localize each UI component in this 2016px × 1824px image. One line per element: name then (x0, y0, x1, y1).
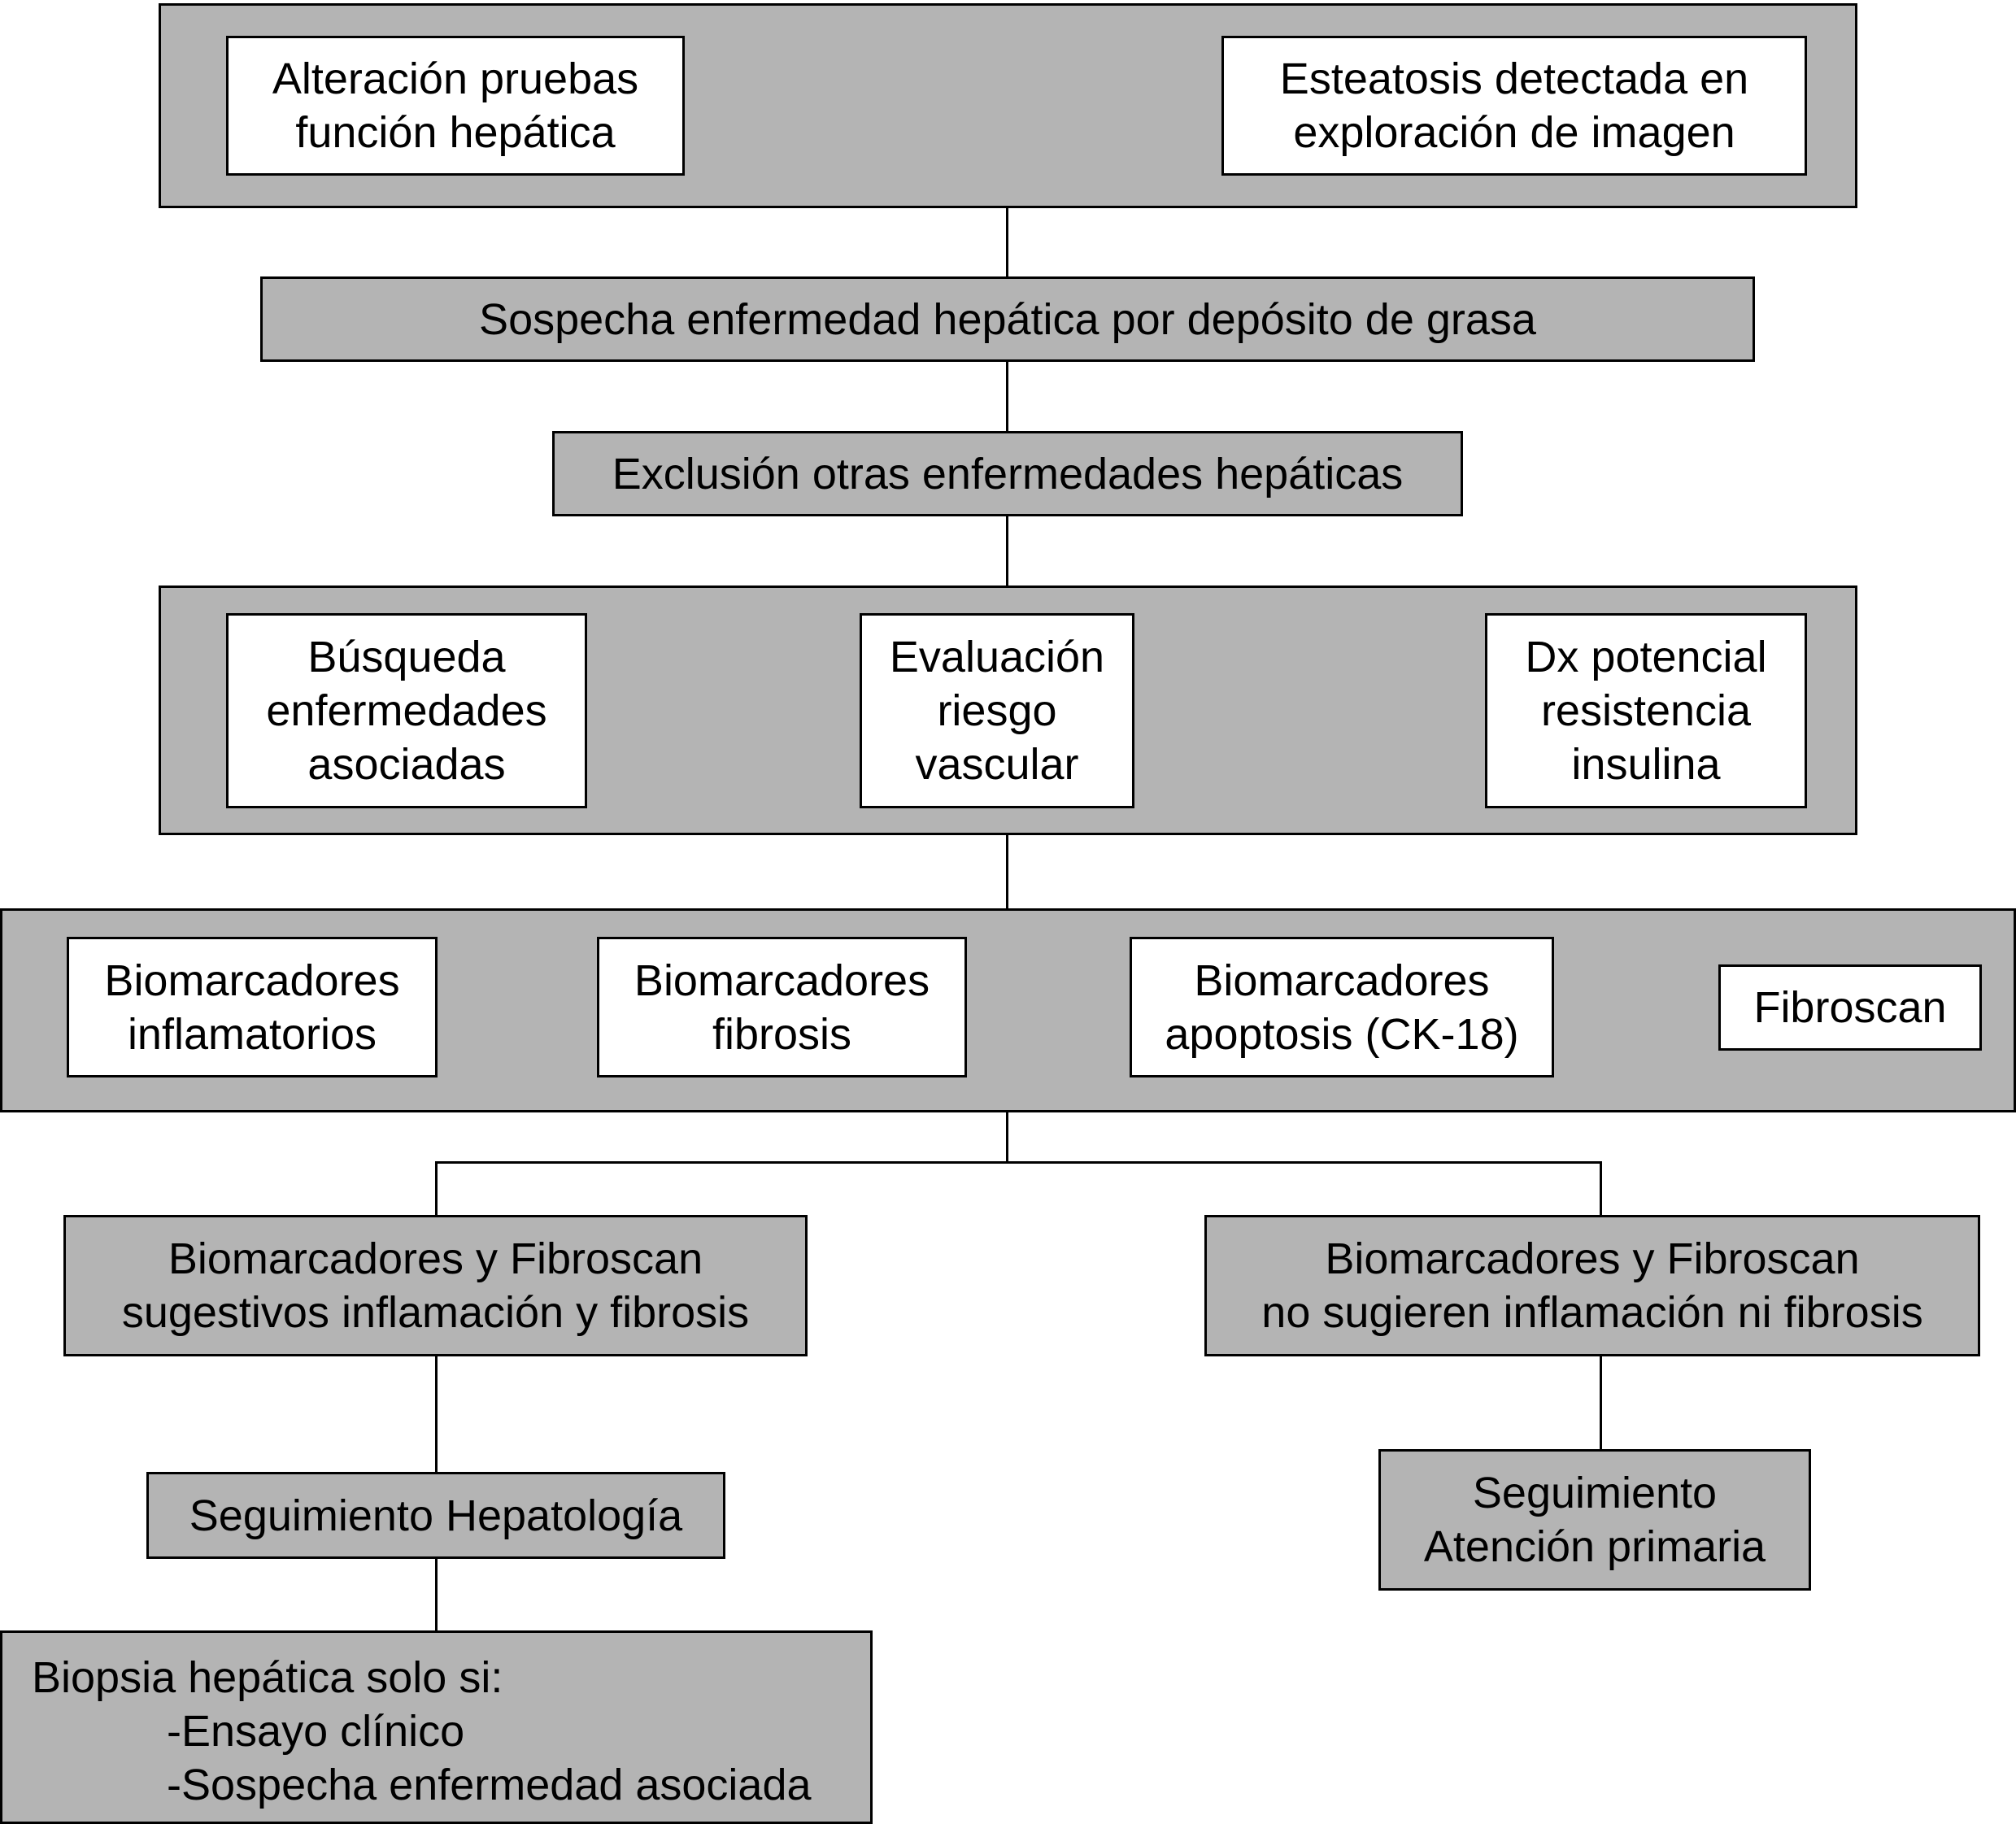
box-sospecha: Sospecha enfermedad hepática por depósit… (260, 276, 1755, 362)
connector-top-sospecha (1006, 206, 1008, 279)
connector-nosugieren-atencion (1600, 1354, 1602, 1452)
box-seguimiento-atencion: Seguimiento Atención primaria (1378, 1449, 1811, 1591)
box-evaluacion-riesgo: Evaluación riesgo vascular (860, 613, 1134, 808)
box-exclusion-text: Exclusión otras enfermedades hepáticas (612, 449, 1404, 498)
connector-sugestivos-seguimiento (435, 1354, 438, 1474)
biopsia-item-sospecha: -Sospecha enfermedad asociada (167, 1761, 812, 1809)
box-seguimiento-hepatologia: Seguimiento Hepatología (146, 1472, 725, 1559)
biopsia-item-ensayo: -Ensayo clínico (167, 1707, 465, 1756)
box-dx-potencial-text: Dx potencial resistencia insulina (1525, 633, 1767, 789)
box-evaluacion-riesgo-text: Evaluación riesgo vascular (889, 633, 1105, 789)
box-sugestivos: Biomarcadores y Fibroscan sugestivos inf… (63, 1215, 808, 1356)
connector-split-right (1600, 1161, 1602, 1217)
box-alteracion-pruebas: Alteración pruebas función hepática (226, 36, 685, 176)
box-fibroscan-text: Fibroscan (1753, 983, 1947, 1032)
box-biomarcadores-inflamatorios-text: Biomarcadores inflamatorios (104, 956, 400, 1059)
box-biomarcadores-inflamatorios: Biomarcadores inflamatorios (67, 937, 438, 1077)
box-exclusion: Exclusión otras enfermedades hepáticas (552, 431, 1463, 516)
connector-bio-split (1006, 1110, 1008, 1163)
connector-seguimiento-biopsia (435, 1557, 438, 1633)
connector-split-left (435, 1161, 438, 1217)
connector-sospecha-exclusion (1006, 360, 1008, 433)
box-sugestivos-text: Biomarcadores y Fibroscan sugestivos inf… (121, 1234, 750, 1337)
box-biomarcadores-apoptosis: Biomarcadores apoptosis (CK-18) (1130, 937, 1554, 1077)
box-busqueda: Búsqueda enfermedades asociadas (226, 613, 587, 808)
box-esteatosis-text: Esteatosis detectada en exploración de i… (1279, 54, 1749, 157)
box-biomarcadores-fibrosis-text: Biomarcadores fibrosis (634, 956, 930, 1059)
box-sospecha-text: Sospecha enfermedad hepática por depósit… (479, 294, 1536, 344)
connector-split-horizontal (435, 1161, 1602, 1164)
box-fibroscan: Fibroscan (1718, 964, 1982, 1051)
box-alteracion-pruebas-text: Alteración pruebas función hepática (272, 54, 639, 157)
box-esteatosis: Esteatosis detectada en exploración de i… (1221, 36, 1807, 176)
biopsia-title: Biopsia hepática solo si: (32, 1653, 503, 1702)
box-no-sugieren-text: Biomarcadores y Fibroscan no sugieren in… (1261, 1234, 1923, 1337)
box-biomarcadores-fibrosis: Biomarcadores fibrosis (597, 937, 967, 1077)
box-dx-potencial: Dx potencial resistencia insulina (1485, 613, 1807, 808)
box-seguimiento-hepatologia-text: Seguimiento Hepatología (189, 1491, 683, 1540)
box-no-sugieren: Biomarcadores y Fibroscan no sugieren in… (1204, 1215, 1980, 1356)
box-seguimiento-atencion-text: Seguimiento Atención primaria (1423, 1469, 1766, 1571)
connector-exclusion-eval (1006, 515, 1008, 588)
box-biopsia: Biopsia hepática solo si: -Ensayo clínic… (0, 1630, 873, 1824)
connector-eval-bio (1006, 834, 1008, 911)
box-biomarcadores-apoptosis-text: Biomarcadores apoptosis (CK-18) (1165, 956, 1519, 1059)
box-busqueda-text: Búsqueda enfermedades asociadas (266, 633, 547, 789)
